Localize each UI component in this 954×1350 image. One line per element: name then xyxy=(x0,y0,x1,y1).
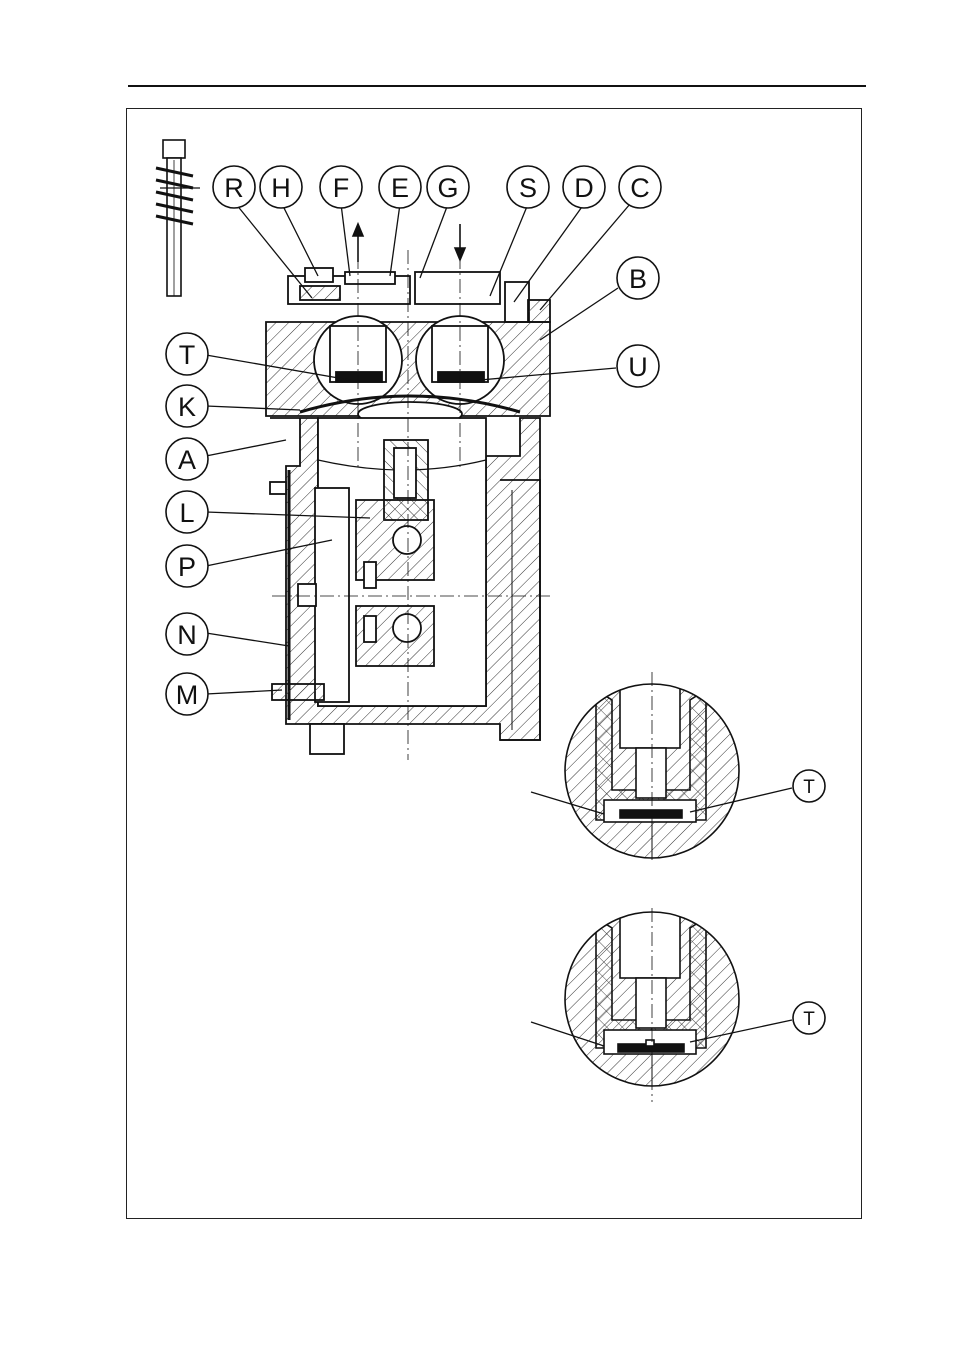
svg-text:G: G xyxy=(437,173,458,203)
callout-L: L xyxy=(166,491,208,533)
valve-detail-top: T xyxy=(531,672,825,870)
callout-T: T xyxy=(166,333,208,375)
callout-A: A xyxy=(166,438,208,480)
callout-E: E xyxy=(379,166,421,208)
svg-text:E: E xyxy=(391,173,409,203)
svg-text:B: B xyxy=(629,264,647,294)
svg-text:T: T xyxy=(179,340,196,370)
callout-U: U xyxy=(617,345,659,387)
svg-text:K: K xyxy=(178,392,196,422)
svg-text:N: N xyxy=(177,620,197,650)
valve-detail-bottom: T xyxy=(531,908,825,1102)
svg-text:L: L xyxy=(179,498,194,528)
bolt-with-spring xyxy=(156,140,193,296)
svg-text:M: M xyxy=(176,680,199,710)
flow-arrows xyxy=(353,224,465,262)
callout-D: D xyxy=(563,166,605,208)
arrow-up-icon xyxy=(353,224,363,236)
svg-text:S: S xyxy=(519,173,537,203)
svg-text:U: U xyxy=(628,352,648,382)
svg-text:R: R xyxy=(224,173,244,203)
svg-text:A: A xyxy=(178,445,196,475)
svg-text:D: D xyxy=(574,173,594,203)
callout-N: N xyxy=(166,613,208,655)
callout-M: M xyxy=(166,673,208,715)
callout-R: R xyxy=(213,166,255,208)
callout-G: G xyxy=(427,166,469,208)
arrow-down-icon xyxy=(455,248,465,260)
svg-text:F: F xyxy=(333,173,350,203)
callout-C: C xyxy=(619,166,661,208)
svg-text:P: P xyxy=(178,552,196,582)
callout-F: F xyxy=(320,166,362,208)
svg-text:C: C xyxy=(630,173,650,203)
svg-text:H: H xyxy=(271,173,291,203)
callout-S: S xyxy=(507,166,549,208)
detail-bottom-label: T xyxy=(803,1009,815,1030)
crankcase-body xyxy=(270,418,540,754)
callout-B: B xyxy=(617,257,659,299)
callout-K: K xyxy=(166,385,208,427)
callout-P: P xyxy=(166,545,208,587)
callout-H: H xyxy=(260,166,302,208)
detail-top-label: T xyxy=(803,777,815,798)
